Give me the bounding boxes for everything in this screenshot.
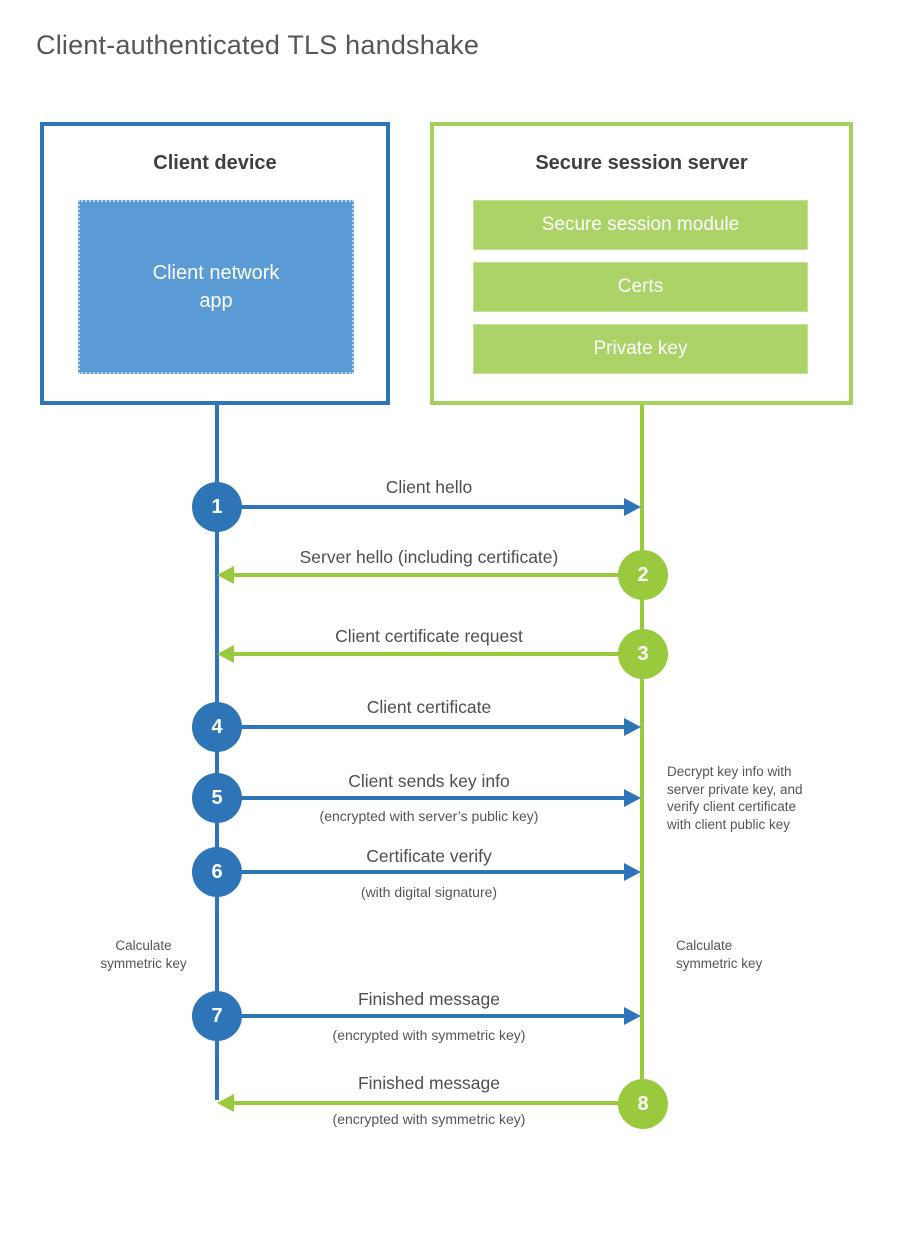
step-4-arrowhead-icon [624,718,641,736]
step-5-arrowhead-icon [624,789,641,807]
step-8-sublabel: (encrypted with symmetric key) [332,1111,526,1127]
step-3-marker: 3 [618,629,668,679]
step-4-arrow [240,725,625,729]
step-4-marker: 4 [192,702,242,752]
client-network-app-box: Client network app [78,200,354,374]
step-5-arrow [240,796,625,800]
step-6-marker: 6 [192,847,242,897]
server-lifeline [640,405,644,1105]
step-7-arrow [240,1014,625,1018]
step-1-label: Client hello [385,477,473,497]
step-7-marker: 7 [192,991,242,1041]
step-3-label: Client certificate request [335,626,523,646]
step-6-arrow [240,870,625,874]
step-8-arrowhead-icon [217,1094,234,1112]
client-calculate-key-note: Calculate symmetric key [100,938,187,971]
step-6-sublabel: (with digital signature) [360,884,498,900]
server-decrypt-note: Decrypt key info with server private key… [667,764,803,832]
step-6-arrowhead-icon [624,863,641,881]
page-title: Client-authenticated TLS handshake [36,30,480,60]
step-2-arrow [233,573,620,577]
step-8-label: Finished message [357,1073,501,1093]
step-8-marker: 8 [618,1079,668,1129]
server-box-title: Secure session server [535,152,748,174]
step-2-arrowhead-icon [217,566,234,584]
step-2-label: Server hello (including certificate) [299,547,559,567]
step-1-arrow [240,505,625,509]
step-6-label: Certificate verify [366,846,492,866]
server-module-certs: Certs [473,262,808,312]
step-8-arrow [233,1101,620,1105]
step-5-label: Client sends key info [348,771,510,791]
server-module-secure-session: Secure session module [473,200,808,250]
step-2-marker: 2 [618,550,668,600]
step-7-label: Finished message [357,989,501,1009]
server-calculate-key-note: Calculate symmetric key [676,938,763,971]
step-4-label: Client certificate [366,697,492,717]
step-1-marker: 1 [192,482,242,532]
server-box: Secure session server Secure session mod… [430,122,853,405]
step-3-arrow [233,652,620,656]
server-module-private-key: Private key [473,324,808,374]
step-1-arrowhead-icon [624,498,641,516]
client-lifeline [215,405,219,1100]
step-5-sublabel: (encrypted with server’s public key) [319,808,539,824]
client-device-title: Client device [153,152,277,174]
client-device-box: Client device Client network app [40,122,390,405]
step-5-marker: 5 [192,773,242,823]
step-3-arrowhead-icon [217,645,234,663]
step-7-arrowhead-icon [624,1007,641,1025]
step-7-sublabel: (encrypted with symmetric key) [332,1027,526,1043]
